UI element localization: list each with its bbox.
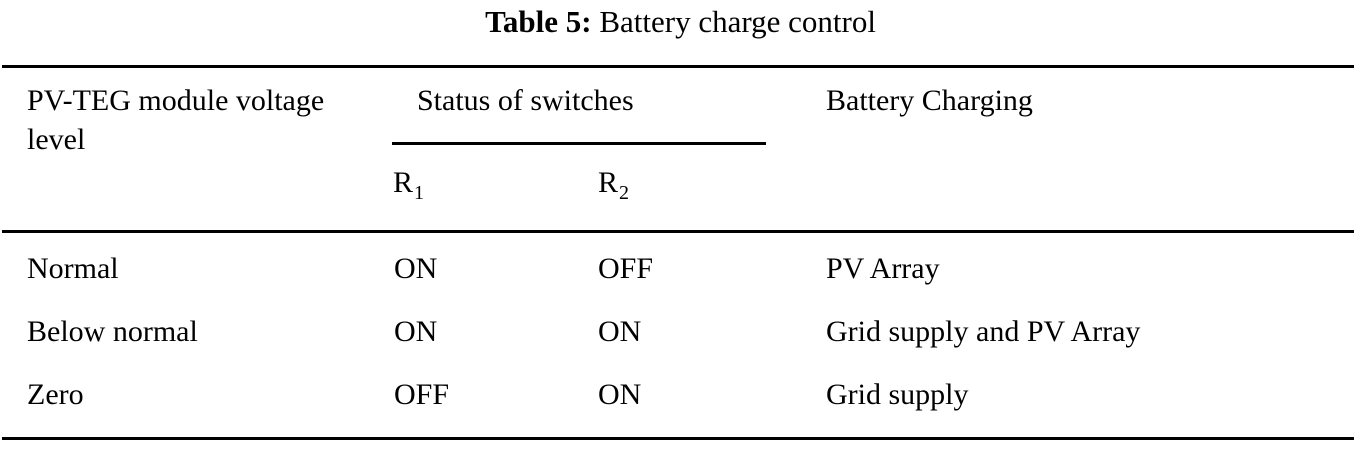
table-bottom-rule bbox=[2, 437, 1354, 440]
column-header-r1-base: R bbox=[393, 166, 414, 199]
column-header-r1-subscript: 1 bbox=[414, 182, 425, 204]
column-group-header-switches: Status of switches bbox=[417, 84, 634, 117]
table-row: Grid supply and PV Array bbox=[826, 315, 1141, 348]
table-row: Normal bbox=[27, 252, 119, 285]
table-row: ON bbox=[598, 315, 642, 348]
column-header-r2-subscript: 2 bbox=[619, 182, 630, 204]
column-header-voltage-level: PV-TEG module voltage level bbox=[27, 84, 325, 156]
table-row: PV Array bbox=[826, 252, 940, 285]
column-header-r2-base: R bbox=[598, 166, 619, 199]
column-header-battery-charging: Battery Charging bbox=[826, 84, 1033, 117]
table-row: ON bbox=[394, 252, 438, 285]
table-row: ON bbox=[394, 315, 438, 348]
column-header-r1: R1 bbox=[393, 163, 425, 206]
switches-group-rule bbox=[392, 142, 766, 145]
table-row: Grid supply bbox=[826, 378, 969, 411]
column-header-r2: R2 bbox=[598, 163, 630, 206]
table-caption-text: Battery charge control bbox=[599, 4, 876, 39]
table-row: OFF bbox=[394, 378, 450, 411]
table-header-rule bbox=[2, 230, 1354, 233]
table-row: OFF bbox=[598, 252, 654, 285]
table-row: Zero bbox=[27, 378, 84, 411]
table-caption: Table 5: Battery charge control bbox=[0, 2, 1361, 42]
table-row: ON bbox=[598, 378, 642, 411]
table-caption-label: Table 5: bbox=[485, 4, 592, 39]
table-row: Below normal bbox=[27, 315, 198, 348]
table-top-rule bbox=[2, 65, 1354, 68]
